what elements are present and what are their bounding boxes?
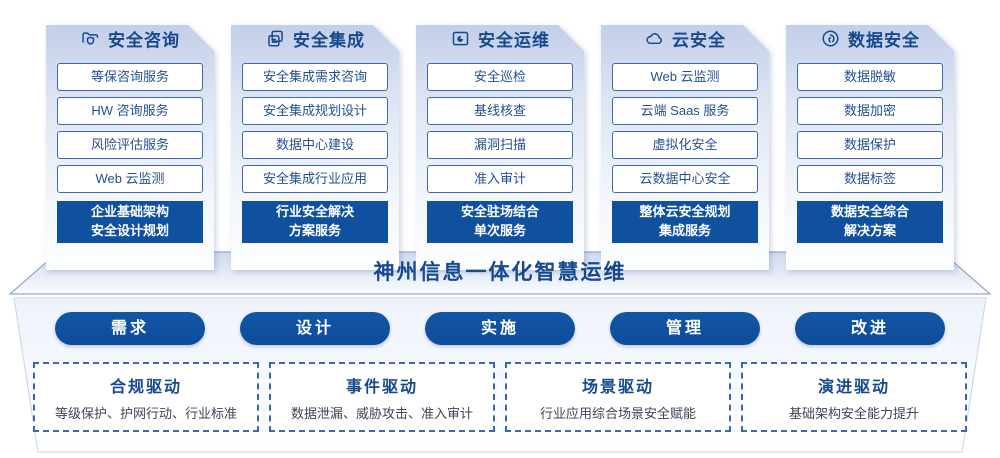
service-item: 安全集成规划设计 [242, 97, 388, 125]
pill-improve: 改进 [795, 312, 945, 345]
monitor-pie-icon [450, 28, 471, 49]
process-pills: 需求 设计 实施 管理 改进 [0, 312, 1000, 345]
column-title: 数据安全 [848, 30, 920, 50]
pill-demand: 需求 [55, 312, 205, 345]
service-item: 数据脱敏 [797, 63, 943, 91]
column-footer: 整体云安全规划 集成服务 [612, 201, 758, 243]
service-item: 安全巡检 [427, 63, 573, 91]
service-item: 等保咨询服务 [57, 63, 203, 91]
driver-scenario: 场景驱动 行业应用综合场景安全赋能 [505, 362, 731, 432]
column-data-security: 数据安全 数据脱敏 数据加密 数据保护 数据标签 数据安全综合 解决方案 [786, 9, 954, 270]
pill-design: 设计 [240, 312, 390, 345]
pill-implement: 实施 [425, 312, 575, 345]
driver-incident: 事件驱动 数据泄漏、威胁攻击、准入审计 [269, 362, 495, 432]
service-item: 数据标签 [797, 165, 943, 193]
column-footer: 安全驻场结合 单次服务 [427, 201, 573, 243]
column-footer: 行业安全解决 方案服务 [242, 201, 388, 243]
service-item: 数据保护 [797, 131, 943, 159]
service-item: 安全集成行业应用 [242, 165, 388, 193]
service-item: 准入审计 [427, 165, 573, 193]
banner-title: 神州信息一体化智慧运维 [373, 261, 627, 284]
service-item: 数据加密 [797, 97, 943, 125]
column-title: 安全咨询 [108, 30, 180, 50]
pill-manage: 管理 [610, 312, 760, 345]
column-title: 云安全 [672, 30, 726, 50]
column-security-integration: 安全集成 安全集成需求咨询 安全集成规划设计 数据中心建设 安全集成行业应用 行… [231, 9, 399, 270]
driver-evolution: 演进驱动 基础架构安全能力提升 [741, 362, 967, 432]
service-columns: 安全咨询 等保咨询服务 HW 咨询服务 风险评估服务 Web 云监测 企业基础架… [46, 9, 954, 270]
driver-compliance: 合规驱动 等级保护、护网行动、行业标准 [33, 362, 259, 432]
column-title: 安全集成 [293, 30, 365, 50]
cloud-icon [644, 28, 665, 49]
service-item: Web 云监测 [57, 165, 203, 193]
service-item: 数据中心建设 [242, 131, 388, 159]
column-security-operations: 安全运维 安全巡检 基线核查 漏洞扫描 准入审计 安全驻场结合 单次服务 [416, 9, 584, 270]
service-item: 安全集成需求咨询 [242, 63, 388, 91]
service-item: 云端 Saas 服务 [612, 97, 758, 125]
column-cloud-security: 云安全 Web 云监测 云端 Saas 服务 虚拟化安全 云数据中心安全 整体云… [601, 9, 769, 270]
service-item: 基线核查 [427, 97, 573, 125]
driver-boxes: 合规驱动 等级保护、护网行动、行业标准 事件驱动 数据泄漏、威胁攻击、准入审计 … [0, 362, 1000, 432]
column-security-consulting: 安全咨询 等保咨询服务 HW 咨询服务 风险评估服务 Web 云监测 企业基础架… [46, 9, 214, 270]
folder-shield-icon [80, 28, 101, 49]
column-title: 安全运维 [478, 30, 550, 50]
column-footer: 数据安全综合 解决方案 [797, 201, 943, 243]
fingerprint-icon [820, 28, 841, 49]
copy-icon [265, 28, 286, 49]
service-item: 漏洞扫描 [427, 131, 573, 159]
service-item: 虚拟化安全 [612, 131, 758, 159]
service-item: 云数据中心安全 [612, 165, 758, 193]
service-item: 风险评估服务 [57, 131, 203, 159]
service-item: Web 云监测 [612, 63, 758, 91]
service-item: HW 咨询服务 [57, 97, 203, 125]
column-footer: 企业基础架构 安全设计规划 [57, 201, 203, 243]
